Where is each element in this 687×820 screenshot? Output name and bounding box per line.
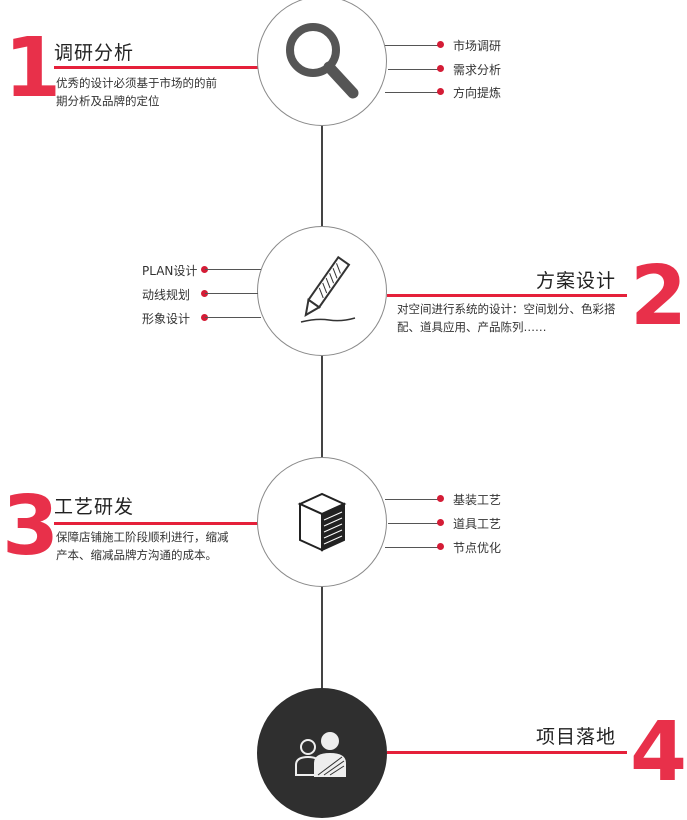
step-2-dot-3: [201, 314, 208, 321]
step-1-title: 调研分析: [54, 42, 135, 64]
step-3-underline: [54, 522, 259, 525]
step-3-dot-2: [437, 519, 444, 526]
step-3-dot-1: [437, 495, 444, 502]
step-2-circle: [257, 226, 387, 356]
step-1-circle: [257, 0, 387, 126]
step-3-branch-3: [385, 547, 441, 548]
step-1-dot-2: [437, 65, 444, 72]
step-3-branch-2: [388, 523, 441, 524]
step-1-branch-3: [385, 92, 441, 93]
step-3-number: 3: [2, 479, 60, 574]
timeline-connector: [321, 120, 323, 700]
step-3-item-3: 节点优化: [453, 541, 502, 555]
step-1-branch-1: [385, 45, 441, 46]
step-2-branch-3: [205, 317, 261, 318]
step-2-dot-2: [201, 290, 208, 297]
step-3-item-2: 道具工艺: [453, 517, 502, 531]
step-2-underline: [387, 294, 627, 297]
step-1-item-3: 方向提炼: [453, 86, 502, 100]
step-3-description: 保障店铺施工阶段顺利进行，缩减 产本、缩减品牌方沟通的成本。: [56, 530, 229, 562]
step-1-branch-2: [388, 69, 441, 70]
material-stack-icon: [297, 492, 347, 552]
step-2-branch-2: [205, 293, 258, 294]
step-2-title: 方案设计: [536, 270, 617, 292]
step-3-branch-1: [385, 499, 441, 500]
step-1-dot-1: [437, 41, 444, 48]
step-3-title: 工艺研发: [54, 496, 135, 518]
step-1-description: 优秀的设计必须基于市场的的前 期分析及品牌的定位: [56, 76, 217, 108]
step-1-underline: [54, 66, 259, 69]
step-2-item-2: 动线规划: [142, 288, 191, 302]
step-1-item-1: 市场调研: [453, 39, 502, 53]
step-4-number: 4: [630, 705, 687, 800]
step-1-item-2: 需求分析: [453, 63, 502, 77]
pencil-icon: [300, 255, 356, 323]
step-2-branch-1: [205, 269, 261, 270]
magnifier-icon: [286, 23, 359, 99]
step-1-dot-3: [437, 88, 444, 95]
step-3-dot-3: [437, 543, 444, 550]
step-3-item-1: 基装工艺: [453, 493, 502, 507]
step-2-item-3: 形象设计: [142, 312, 191, 326]
step-2-description: 对空间进行系统的设计：空间划分、色彩搭 配、道具应用、产品陈列……: [397, 302, 616, 334]
step-4-circle: [257, 688, 387, 818]
step-1-number: 1: [4, 21, 62, 116]
people-icon: [295, 732, 346, 777]
step-4-underline: [387, 751, 627, 754]
step-2-item-1: PLAN设计: [142, 264, 198, 278]
step-3-circle: [257, 457, 387, 587]
step-2-number: 2: [630, 249, 687, 344]
step-4-title: 项目落地: [536, 726, 617, 748]
step-2-dot-1: [201, 266, 208, 273]
